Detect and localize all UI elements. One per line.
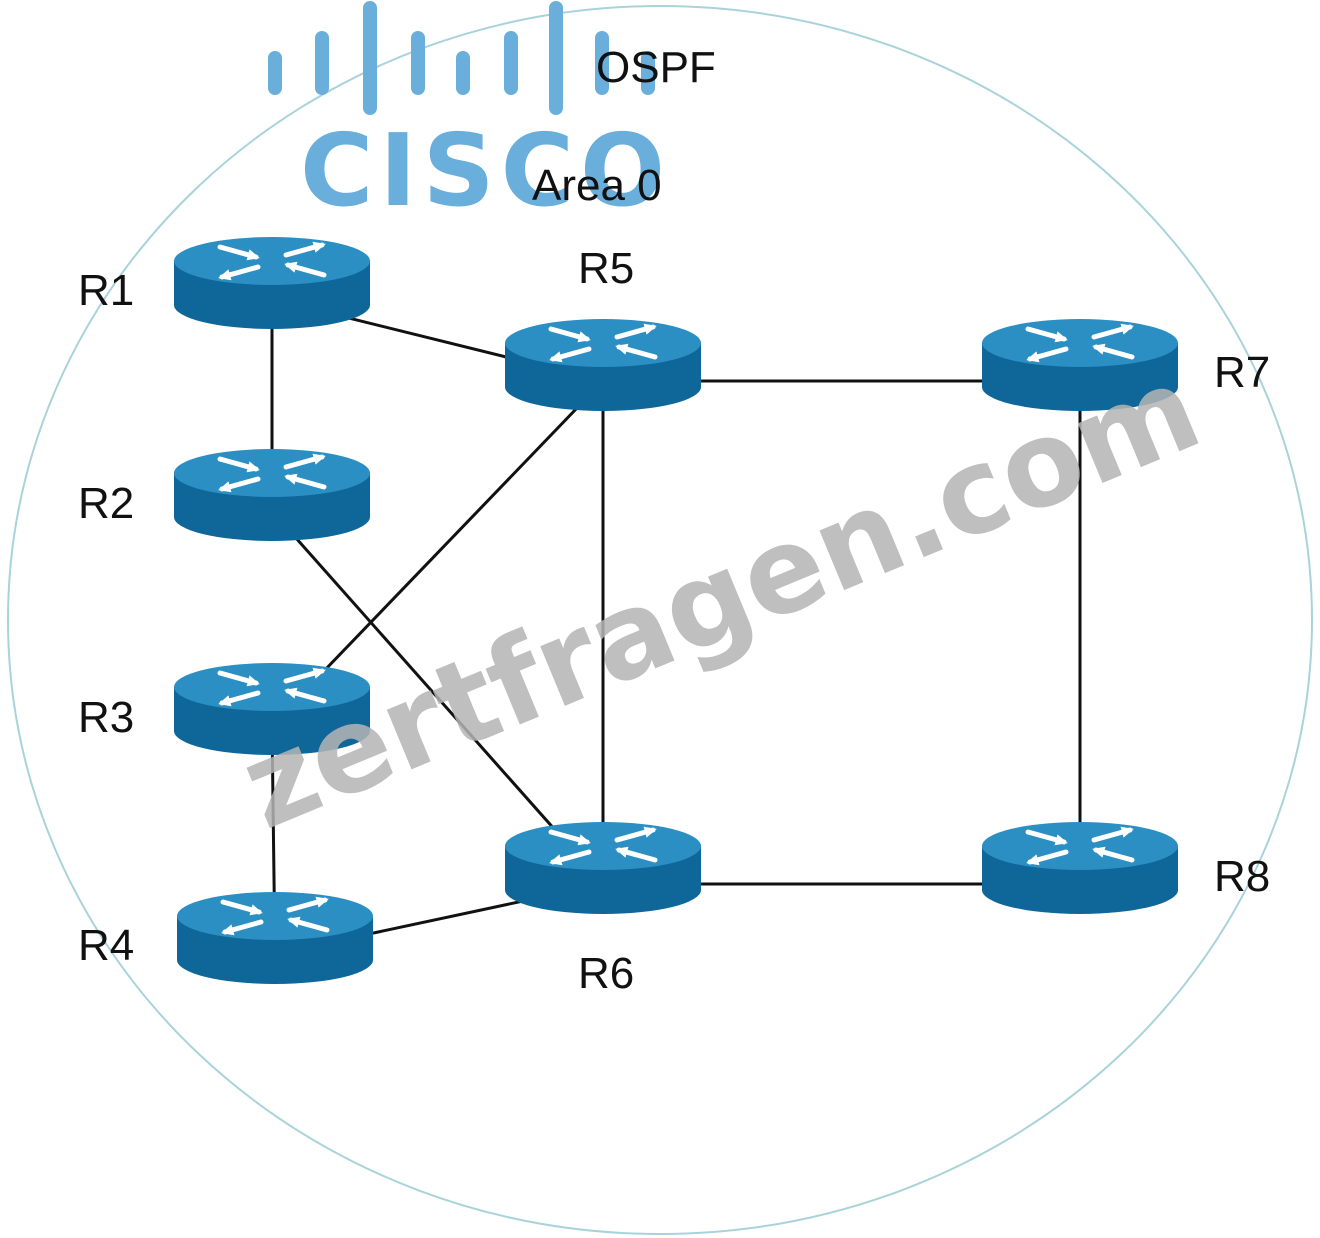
router-r3: R3 — [78, 663, 370, 755]
router-icon — [982, 822, 1178, 914]
router-label: R7 — [1214, 348, 1270, 397]
link-r2-r6 — [270, 510, 605, 885]
router-icon — [174, 237, 370, 329]
router-icon — [174, 663, 370, 755]
router-icon — [505, 319, 701, 411]
cisco-logo: CISCO — [268, 1, 671, 229]
router-label: R6 — [578, 949, 634, 998]
router-label: R3 — [78, 693, 134, 742]
router-icon — [505, 822, 701, 914]
router-label: R5 — [578, 244, 634, 293]
cisco-logo-text: CISCO — [300, 112, 671, 229]
router-r5: R5 — [505, 244, 701, 411]
area-boundary — [7, 5, 1313, 1235]
watermark-text: zertfragen.com — [223, 338, 1218, 856]
router-icon — [174, 449, 370, 541]
area-label: Area 0 — [532, 161, 662, 210]
router-label: R4 — [78, 921, 134, 970]
router-label: R8 — [1214, 852, 1270, 901]
router-icon — [177, 892, 373, 984]
diagram-title: OSPF — [596, 43, 716, 92]
router-icon — [982, 319, 1178, 411]
router-r6: R6 — [505, 822, 701, 998]
router-r4: R4 — [78, 892, 373, 984]
cisco-logo-bars — [268, 1, 655, 115]
router-r7: R7 — [982, 319, 1270, 411]
router-r2: R2 — [78, 449, 370, 541]
router-r1: R1 — [78, 237, 370, 329]
router-label: R1 — [78, 266, 134, 315]
router-label: R2 — [78, 479, 134, 528]
router-r8: R8 — [982, 822, 1270, 914]
